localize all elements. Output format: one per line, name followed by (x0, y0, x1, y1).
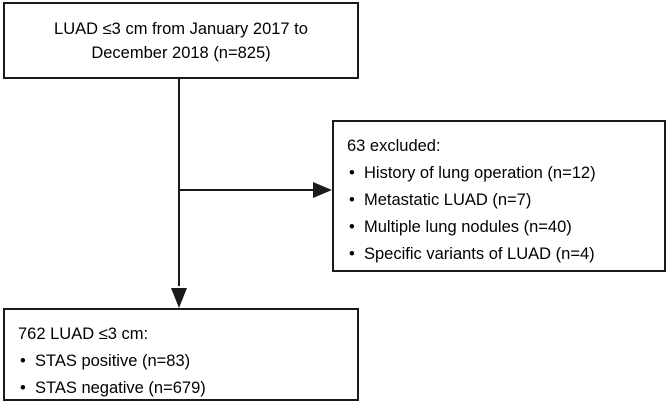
list-item-label: STAS positive (n=83) (35, 352, 191, 370)
list-item: • Multiple lung nodules (n=40) (347, 214, 664, 241)
bullet-icon: • (20, 379, 26, 397)
included-group-list: • STAS positive (n=83) • STAS negative (n=… (18, 348, 357, 402)
excluded-text-block: 63 excluded: • History of lung operation … (334, 122, 664, 270)
list-item: • History of lung operation (n=12) (347, 160, 664, 187)
bullet-icon: • (349, 191, 355, 209)
bullet-icon: • (20, 352, 26, 370)
bullet-icon: • (349, 164, 355, 182)
included-text-block: 762 LUAD ≤3 cm: • STAS positive (n=83) • S… (5, 310, 357, 399)
connector-vertical-line (178, 79, 180, 286)
list-item-label: STAS negative (n=679) (35, 379, 206, 397)
list-item-label: Multiple lung nodules (n=40) (364, 218, 572, 236)
enrollment-line-1: LUAD ≤3 cm from January 2017 to (54, 19, 308, 38)
excluded-heading: 63 excluded: (347, 137, 441, 155)
connector-horizontal-line (178, 189, 318, 191)
flow-node-included: 762 LUAD ≤3 cm: • STAS positive (n=83) • S… (3, 308, 359, 401)
flow-node-enrollment: LUAD ≤3 cm from January 2017 to December… (3, 2, 359, 79)
included-heading: 762 LUAD ≤3 cm: (18, 325, 149, 343)
list-item-label: Metastatic LUAD (n=7) (364, 191, 532, 209)
list-item: • STAS positive (n=83) (18, 348, 357, 375)
list-item: • Specific variants of LUAD (n=4) (347, 241, 664, 268)
flow-node-excluded: 63 excluded: • History of lung operation … (332, 120, 666, 272)
list-item: • STAS negative (n=679) (18, 375, 357, 402)
bullet-icon: • (349, 245, 355, 263)
list-item: • Metastatic LUAD (n=7) (347, 187, 664, 214)
enrollment-text-block: LUAD ≤3 cm from January 2017 to December… (5, 4, 357, 77)
excluded-reason-list: • History of lung operation (n=12) • Metas… (347, 160, 664, 268)
bullet-icon: • (349, 218, 355, 236)
enrollment-line-2: December 2018 (n=825) (91, 43, 271, 62)
list-item-label: Specific variants of LUAD (n=4) (364, 245, 595, 263)
arrowhead-right-icon (313, 182, 332, 198)
list-item-label: History of lung operation (n=12) (364, 164, 596, 182)
arrowhead-down-icon (171, 288, 187, 308)
